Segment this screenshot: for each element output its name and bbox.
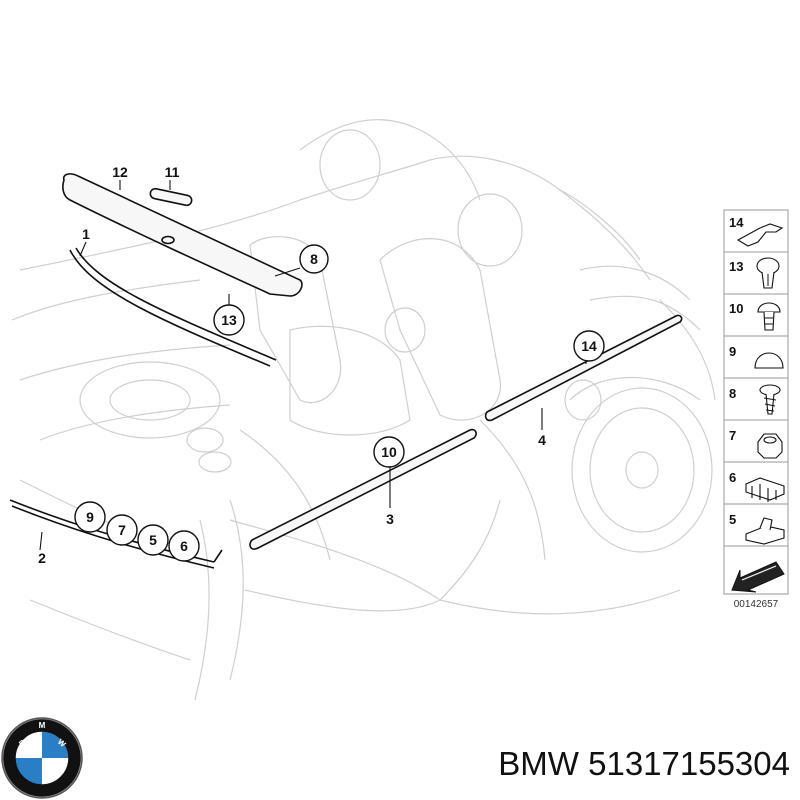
callout-4: 4 [538,432,546,448]
logo-letter-w: W [56,737,68,749]
legend-row-14: 14 [723,209,789,253]
legend-row-8: 8 [723,377,789,421]
spring-clip-icon [745,477,785,502]
callout-12: 12 [112,164,128,180]
callout-14: 14 [573,330,605,362]
car-body-outline [11,119,716,701]
callout-label: 3 [386,511,394,527]
legend-number: 5 [729,512,736,527]
legend-number: 6 [729,470,736,485]
callout-label: 1 [82,226,90,242]
parts-legend: 14 13 10 [723,209,789,610]
diagram-code: 00142657 [734,599,779,610]
callout-label: 12 [112,164,128,180]
legend-row-6: 6 [723,461,789,505]
push-rivet-icon [757,302,781,331]
callout-label: 4 [538,432,546,448]
legend-number: 9 [729,344,736,359]
callout-10: 10 [373,436,405,468]
part-11-emblem-strip [149,187,193,207]
legend-row-7: 7 [723,419,789,463]
part-3-door-sill-trim [249,428,477,550]
callout-label: 7 [118,522,126,538]
clip-bracket-icon [736,223,784,247]
hex-nut-icon [757,433,783,459]
callout-label: 5 [149,532,157,548]
callout-label: 2 [38,550,46,566]
part-title: BMW 51317155304 [498,745,790,782]
legend-number: 10 [729,301,743,316]
callout-label: 9 [86,509,94,525]
logo-letter-b: B [17,738,27,749]
callout-11: 11 [165,164,180,180]
part-4-rear-sill-trim [484,314,683,422]
callout-8: 8 [299,244,329,274]
callout-3: 3 [386,511,394,527]
legend-row-5: 5 [723,503,789,547]
callout-7: 7 [106,514,138,546]
legend-row-10: 10 [723,293,789,337]
holder-clip-icon [745,517,785,545]
callout-label: 14 [581,338,597,354]
screw-icon [759,384,781,415]
callout-5: 5 [137,524,169,556]
callout-label: 13 [221,312,237,328]
legend-row-13: 13 [723,251,789,295]
direction-arrow-icon [731,561,785,593]
legend-number: 8 [729,386,736,401]
dome-cap-icon [754,352,784,369]
legend-number: 7 [729,428,736,443]
callout-label: 6 [180,538,188,554]
legend-number: 14 [729,215,744,230]
callout-6: 6 [168,530,200,562]
logo-letter-m: M [39,721,46,730]
legend-row-9: 9 [723,335,789,379]
callout-label: 8 [310,251,318,267]
callout-13: 13 [213,304,245,336]
legend-footer [723,545,789,595]
expanding-clip-icon [756,257,780,289]
callout-9: 9 [74,501,106,533]
callout-2: 2 [38,550,46,566]
part-1-windshield-trim [69,247,277,367]
bmw-logo: B M W [1,717,83,799]
callout-label: 10 [381,444,397,460]
part-12-tonneau-panel [62,173,303,297]
callout-label: 11 [165,164,180,180]
callout-1: 1 [82,226,90,242]
legend-number: 13 [729,259,743,274]
